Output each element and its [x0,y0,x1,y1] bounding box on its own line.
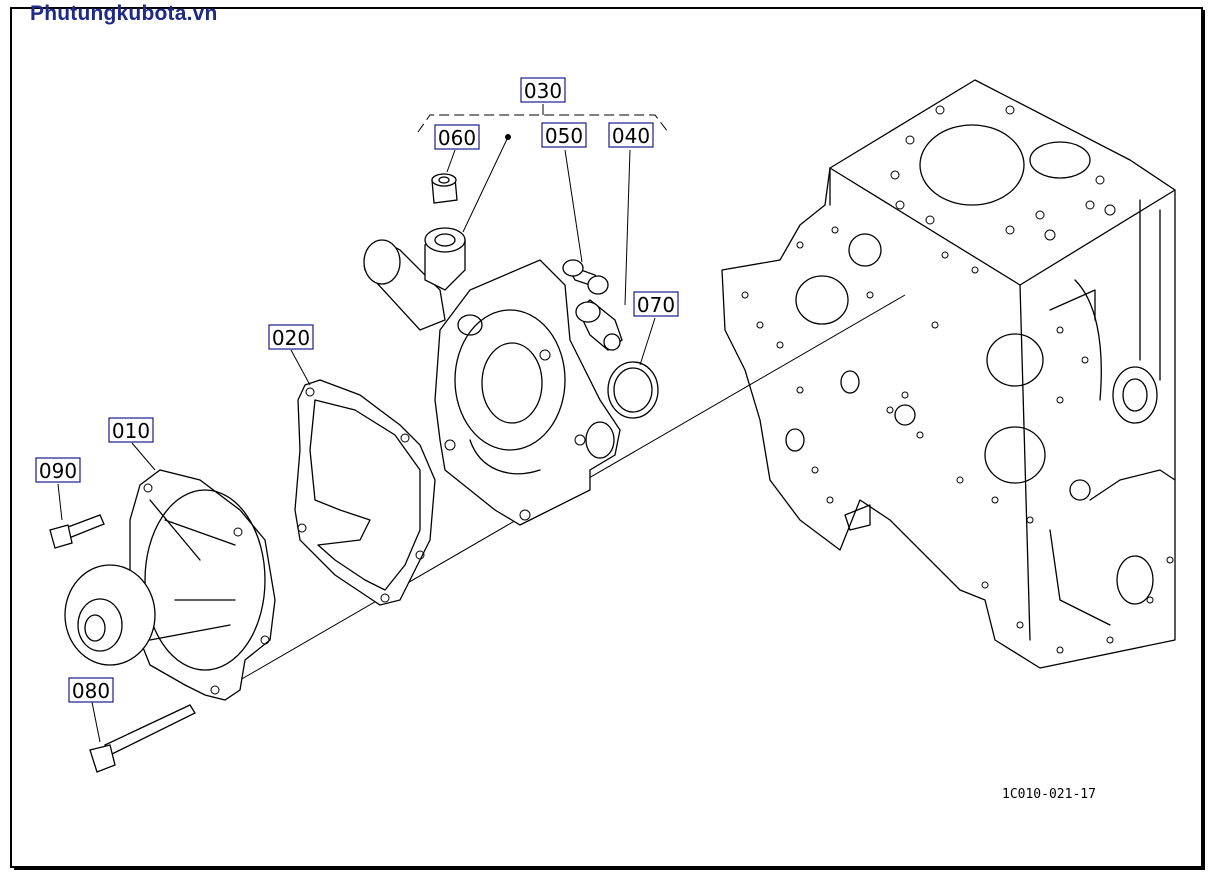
engine-block [721,79,1176,669]
callout-label: 080 [72,679,110,703]
water-pump [64,469,276,701]
callout-label: 020 [272,326,310,350]
callout-090: 090 [35,457,81,483]
callout-label: 050 [545,124,583,148]
thermostat-housing [363,227,621,526]
bolt-090 [49,514,105,549]
callout-label: 070 [637,293,675,317]
callout-040: 040 [608,122,654,148]
callout-020: 020 [268,324,314,350]
callout-label: 030 [524,79,562,103]
callout-060: 060 [434,124,480,150]
pipe-050 [562,259,609,295]
brand-watermark: Phutungkubota.vn [30,2,218,25]
o-ring-070 [607,361,659,419]
callout-010: 010 [108,417,154,443]
plug-060 [431,173,458,204]
gasket [294,379,436,606]
frame-shadow-right [1201,10,1205,870]
frame-shadow-bottom [14,866,1205,870]
callout-070: 070 [633,291,679,317]
diagram-code: 1C010-021-17 [1002,787,1096,802]
callout-label: 090 [39,459,77,483]
callout-030: 030 [520,77,566,103]
callout-050: 050 [541,122,587,148]
pipe-040 [575,299,623,351]
leader-lines [57,104,669,743]
callout-080: 080 [68,677,114,703]
callout-label: 040 [612,124,650,148]
callout-label: 010 [112,419,150,443]
bolt-080 [89,704,196,773]
callout-label: 060 [438,126,476,150]
